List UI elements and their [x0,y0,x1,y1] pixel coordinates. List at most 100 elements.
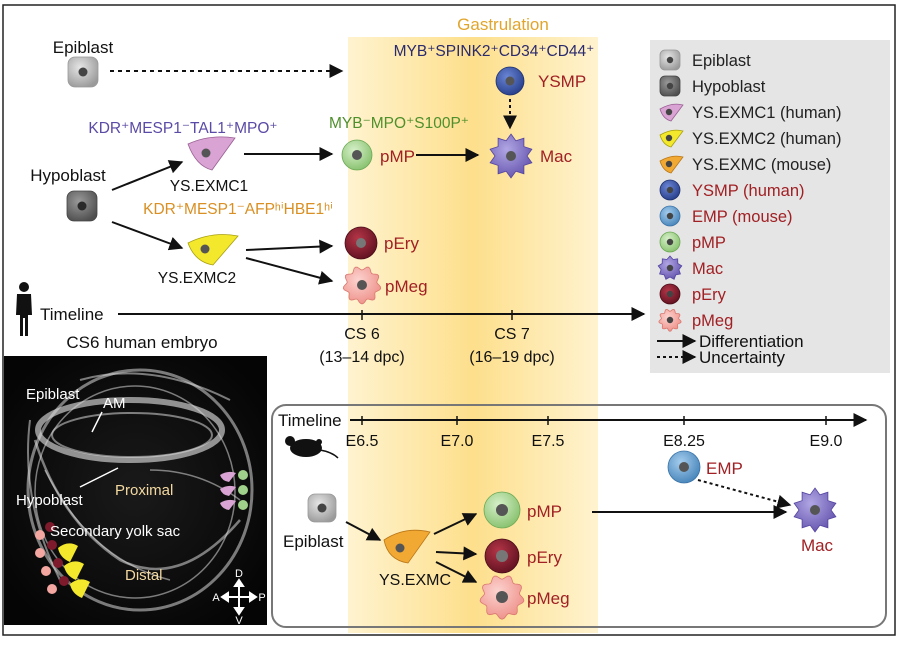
human-pmp-cell [341,139,373,171]
legend-swatch-nucleus [665,108,673,116]
mouse-tick-label: E7.5 [532,433,565,450]
legend-item: YS.EXMC1 (human) [659,103,841,122]
human-hypoblast-cell [66,190,98,222]
legend-swatch-nucleus [665,134,673,142]
embryo-distal-label: Distal [125,567,163,584]
mouse-mac-cell [793,487,837,533]
legend-label: Hypoblast [692,78,766,96]
mouse-tick-label: E9.0 [810,433,843,450]
human-epiblast-cell [67,56,99,88]
cs6-label: CS 6 [344,326,380,343]
mouse-pmeg-cell [479,575,525,620]
legend-item: pEry [659,283,727,305]
legend-item: YSMP (human) [659,179,805,201]
legend-item: Hypoblast [659,75,766,97]
legend-label: YS.EXMC2 (human) [692,130,841,148]
legend-item: YS.EXMC (mouse) [659,155,831,174]
legend-swatch-nucleus [666,82,674,90]
legend-swatch-nucleus [666,56,674,64]
axis-v-label: V [235,615,243,627]
human-pery-label: pEry [384,234,419,253]
human-timeline-label: Timeline [40,305,104,324]
legend-swatch-nucleus [665,160,673,168]
mouse-mac-label: Mac [801,536,834,555]
legend-label: YS.EXMC1 (human) [692,104,841,122]
embryo-axis-compass [220,578,258,616]
human-mac-label: Mac [540,147,573,166]
embryo-hypoblast-label: Hypoblast [16,492,84,509]
legend-item: pMP [659,231,726,253]
legend-swatch-nucleus [666,290,674,298]
exmc1-cell [187,136,236,171]
legend-item: Mac [657,255,723,280]
ysmp-cell [495,66,525,96]
exmc2-to-pery-arrow [245,239,334,254]
gastrulation-label: Gastrulation [457,15,549,34]
human-pery-cell [344,226,378,260]
legend-label: YSMP (human) [692,182,805,200]
emp-label: EMP [706,459,743,478]
hypoblast-to-exmc2-arrow [111,221,184,251]
mouse-pmeg-label: pMeg [527,589,570,608]
embryo-image [4,356,267,625]
human-pmp-label: pMP [380,147,415,166]
emp-to-mac-arrow [697,479,792,509]
exmc2-marker: KDR⁺MESP1⁻AFPʰⁱHBE1ʰⁱ [143,201,333,218]
axis-d-label: D [235,568,243,580]
mouse-tick-label: E6.5 [346,433,379,450]
embryo-title: CS6 human embryo [66,333,217,352]
legend-label: Mac [692,260,723,278]
exmc2-cell [187,234,239,266]
mouse-pery-label: pEry [527,548,562,567]
human-hypoblast-label: Hypoblast [30,166,106,185]
mouse-timeline-label: Timeline [278,411,342,430]
mouse-tick-label: E8.25 [663,433,705,450]
mouse-panel [271,404,887,628]
exmc2-label: YS.EXMC2 [158,270,236,287]
legend-item: EMP (mouse) [659,205,793,227]
exmc2-to-pmeg-arrow [245,257,334,285]
mouse-epiblast-cell [307,493,337,523]
embryo-proximal-label: Proximal [115,482,173,499]
legend-swatch-nucleus [666,238,674,246]
cs6-dpc: (13–14 dpc) [319,349,404,366]
human-epiblast-label: Epiblast [53,38,114,57]
legend-label: pMP [692,234,726,252]
human-icon [16,282,32,336]
legend-differentiation-label: Differentiation [699,332,804,351]
mouse-tick-label: E7.0 [441,433,474,450]
exmc-to-pery-arrow [435,546,478,561]
exmc-to-pmeg-arrow [435,561,478,583]
axis-a-label: A [212,592,220,604]
human-mac-cell [489,133,533,179]
mouse-exmc-cell [383,529,431,564]
cs7-label: CS 7 [494,326,530,343]
mouse-pmp-cell [483,491,521,529]
gastrulation-band [348,37,598,633]
human-pmeg-cell [342,266,382,305]
mouse-pmp-label: pMP [527,502,562,521]
cs7-dpc: (16–19 dpc) [469,349,554,366]
embryo-am-label: AM [103,395,126,412]
legend-swatch-nucleus [666,212,674,220]
ysmp-marker: MYB⁺SPINK2⁺CD34⁺CD44⁺ [394,43,595,60]
legend-item: Epiblast [659,49,751,71]
legend-label: EMP (mouse) [692,208,793,226]
emp-cell [667,450,701,484]
legend-uncertainty-label: Uncertainty [699,348,785,367]
embryo-epiblast-label: Epiblast [26,386,80,403]
legend-item: YS.EXMC2 (human) [659,129,841,148]
pmp-marker: MYB⁻MPO⁺S100P⁺ [329,115,469,132]
legend-panel [650,40,890,373]
exmc1-label: YS.EXMC1 [170,178,248,195]
mouse-exmc-label: YS.EXMC [379,572,451,589]
legend-label: Epiblast [692,52,751,70]
mouse-pery-cell [484,538,520,574]
mouse-epiblast-label: Epiblast [283,532,344,551]
legend-label: pEry [692,286,727,304]
legend-swatch-nucleus [666,316,674,324]
exmc1-marker: KDR⁺MESP1⁻TAL1⁺MPO⁺ [88,120,277,137]
